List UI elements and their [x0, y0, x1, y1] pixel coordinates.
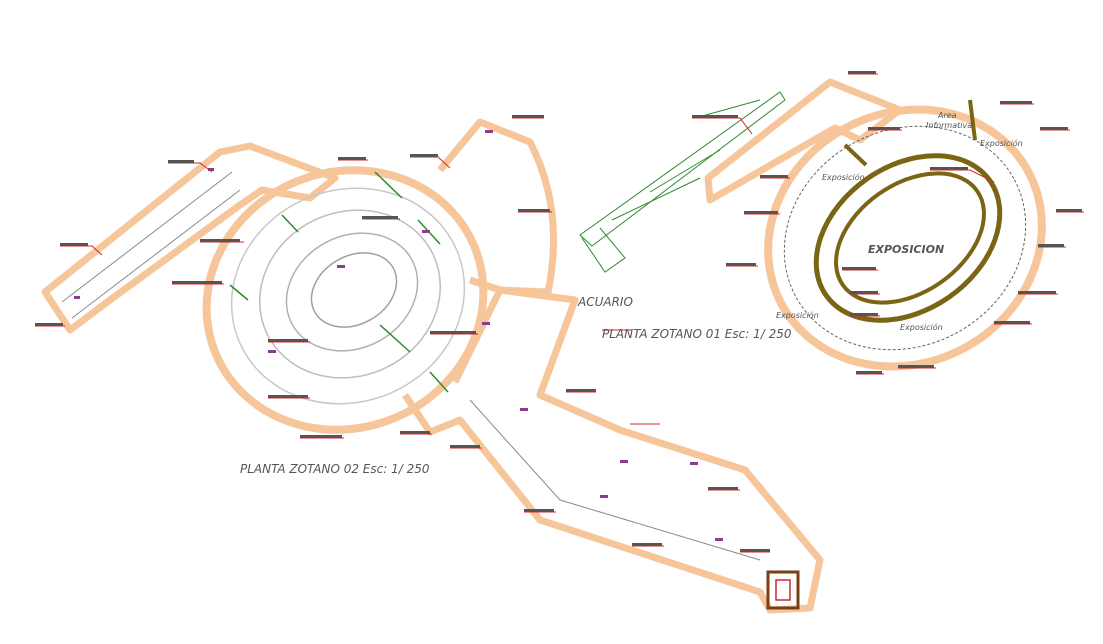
ne-wing-wall [437, 118, 558, 296]
label-area-informativa-2: Informativa [926, 121, 972, 130]
label-plan-zotano-01: PLANTA ZOTANO 01 Esc: 1/ 250 [602, 327, 792, 341]
label-exposicion-s: Exposición [900, 322, 943, 332]
main-oval-hall-wall [202, 166, 488, 434]
south-corridor-wall [402, 286, 824, 614]
stair-block [766, 570, 800, 610]
structure-marks [229, 171, 449, 393]
west-arm-corridor [71, 189, 241, 319]
ramp-structure [579, 91, 786, 273]
exhibition-oval-inner-ring [834, 171, 986, 305]
exhibition-oval-outer-ring [813, 153, 1003, 323]
exhibition-oval-wall [764, 105, 1046, 371]
stair-inner [775, 579, 791, 601]
label-area-informativa-1: Area [937, 111, 957, 120]
exhibition-oval-contour [783, 125, 1027, 351]
west-arm-wall [41, 142, 339, 334]
oval-inner-ring [310, 252, 398, 328]
annotation-blocks [35, 115, 770, 552]
oval-inner-ring [285, 232, 419, 352]
annotation-blocks-right [692, 71, 1082, 374]
oval-inner-ring [230, 187, 466, 405]
label-exposicion-ne: Exposición [980, 138, 1023, 148]
plan-zotano-02: ACUARIO PLANTA ZOTANO 02 Esc: 1/ 250 [35, 115, 824, 614]
oval-inner-ring [258, 209, 442, 379]
label-exposicion-sw: Exposición [776, 310, 819, 320]
label-exposicion-nw: Exposición [822, 172, 865, 182]
label-acuario: ACUARIO [577, 295, 633, 309]
tag-marks [74, 130, 723, 541]
corridor-inner-line [559, 499, 761, 561]
access-ramp-wall [704, 78, 904, 204]
area-informativa-partition [843, 99, 977, 167]
label-exposicion-main: EXPOSICION [868, 243, 944, 256]
label-plan-zotano-02: PLANTA ZOTANO 02 Esc: 1/ 250 [240, 462, 430, 476]
corridor-inner-line [469, 399, 561, 501]
plan-zotano-01: EXPOSICION Exposición Exposición Exposic… [579, 71, 1084, 375]
west-arm-corridor [61, 171, 233, 303]
